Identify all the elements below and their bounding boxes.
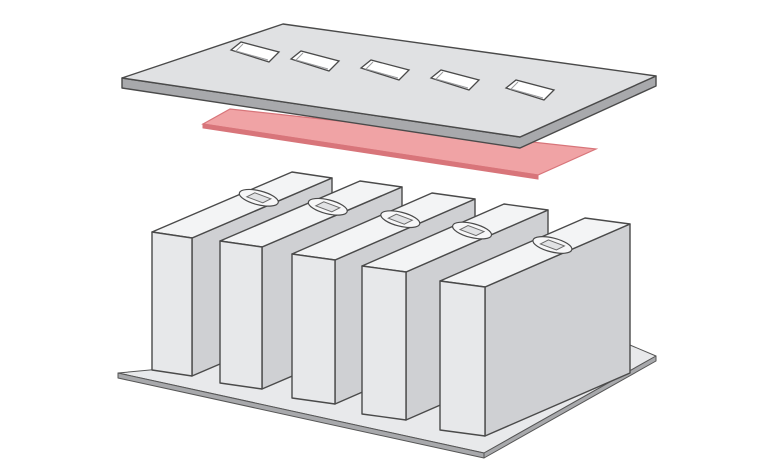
terminal-opening bbox=[429, 69, 481, 91]
base-plate-edge-right bbox=[483, 355, 657, 459]
terminal-opening bbox=[289, 50, 341, 72]
terminal-opening-inner-wall bbox=[435, 71, 469, 89]
cell-vent bbox=[532, 236, 573, 254]
cell-vent bbox=[451, 221, 493, 240]
cell-vent-recess bbox=[245, 192, 273, 204]
terminal-opening-inner-wall bbox=[365, 61, 399, 79]
cell-front-face bbox=[219, 240, 263, 390]
cell-vent-recess bbox=[314, 201, 342, 213]
terminal-opening-rim bbox=[359, 59, 411, 81]
terminal-opening bbox=[504, 79, 556, 101]
terminal-opening-rim bbox=[229, 41, 281, 63]
cell-vent-recess bbox=[539, 239, 566, 251]
cell-vent bbox=[380, 210, 421, 229]
terminal-opening-inner-wall bbox=[510, 81, 544, 99]
cell-vent-recess bbox=[387, 213, 414, 225]
insulation-sheet bbox=[201, 108, 599, 180]
cell-vent-recess bbox=[458, 225, 486, 237]
insulation-sheet-edge bbox=[202, 123, 539, 180]
cell-vent bbox=[238, 188, 279, 207]
cell-front-face bbox=[151, 231, 193, 377]
terminal-openings bbox=[229, 41, 556, 101]
terminal-opening bbox=[359, 59, 411, 81]
cell-stack bbox=[151, 171, 631, 437]
cell-front-face bbox=[361, 265, 407, 421]
cell-front-face bbox=[291, 253, 336, 405]
terminal-opening-rim bbox=[289, 50, 341, 72]
terminal-opening-rim bbox=[429, 69, 481, 91]
cell-vent bbox=[307, 197, 348, 216]
cell-front-face bbox=[439, 280, 486, 437]
terminal-opening-inner-wall bbox=[235, 43, 269, 61]
cell bbox=[439, 217, 631, 437]
cover-plate bbox=[121, 23, 657, 149]
terminal-opening-inner-wall bbox=[295, 52, 329, 70]
terminal-opening bbox=[229, 41, 281, 63]
terminal-opening-rim bbox=[504, 79, 556, 101]
